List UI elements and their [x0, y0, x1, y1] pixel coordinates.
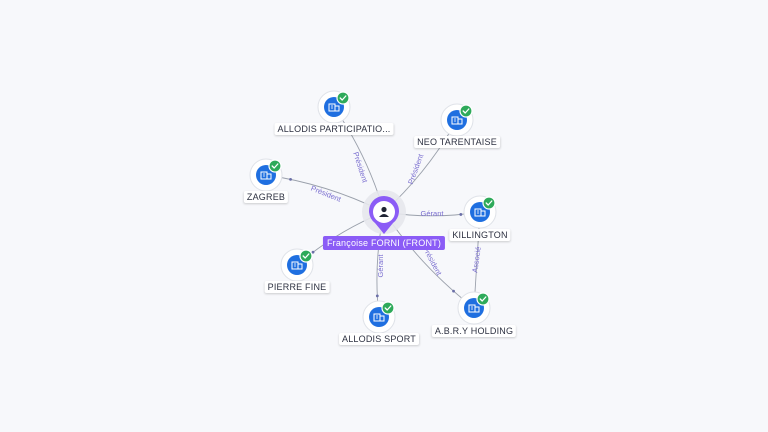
check-badge-icon — [268, 159, 282, 173]
check-badge-icon — [336, 91, 350, 105]
company-label-allodis-participations[interactable]: ALLODIS PARTICIPATIO... — [274, 123, 394, 135]
edge-arrow-zagreb — [289, 177, 292, 181]
center-node[interactable] — [362, 190, 406, 234]
company-node-zagreb[interactable] — [249, 158, 283, 192]
building-icon — [260, 171, 272, 180]
building-icon — [468, 304, 480, 313]
company-label-pierre-fine[interactable]: PIERRE FINE — [264, 281, 330, 293]
edge-arrow-allodis-sport — [375, 294, 379, 298]
edge-label-killington-abry-holding: Associé — [470, 246, 483, 273]
company-label-zagreb[interactable]: ZAGREB — [243, 191, 289, 203]
company-label-allodis-sport[interactable]: ALLODIS SPORT — [339, 333, 419, 345]
building-icon — [328, 103, 340, 112]
company-label-neo-tarentaise[interactable]: NEO TARENTAISE — [414, 136, 500, 148]
edge-label-zagreb: Président — [310, 184, 344, 205]
company-label-killington[interactable]: KILLINGTON — [449, 229, 511, 241]
building-icon — [373, 313, 385, 322]
company-node-neo-tarentaise[interactable] — [440, 103, 474, 137]
company-node-abry-holding[interactable] — [457, 291, 491, 325]
edge-label-neo-tarentaise: Président — [406, 152, 426, 186]
check-badge-icon — [459, 104, 473, 118]
check-badge-icon — [299, 249, 313, 263]
check-badge-icon — [482, 196, 496, 210]
building-icon — [451, 116, 463, 125]
edge-arrow-killington — [459, 213, 463, 216]
center-label[interactable]: Françoise FORNI (FRONT) — [322, 236, 446, 250]
check-badge-icon — [476, 292, 490, 306]
check-badge-icon — [381, 301, 395, 315]
company-node-allodis-sport[interactable] — [362, 300, 396, 334]
edge-label-allodis-participations: Président — [351, 151, 370, 185]
edge-arrow-abry-holding — [452, 289, 455, 293]
company-node-allodis-participations[interactable] — [317, 90, 351, 124]
edge-arrow-pierre-fine — [311, 250, 315, 254]
company-node-killington[interactable] — [463, 195, 497, 229]
company-node-pierre-fine[interactable] — [280, 248, 314, 282]
edge-label-killington: Gérant — [421, 209, 445, 218]
nodes-layer — [249, 90, 497, 334]
building-icon — [474, 208, 486, 217]
building-icon — [291, 261, 303, 270]
edge-label-allodis-sport: Gérant — [376, 254, 385, 278]
company-label-abry-holding[interactable]: A.B.R.Y HOLDING — [431, 325, 517, 337]
person-icon — [379, 206, 389, 217]
